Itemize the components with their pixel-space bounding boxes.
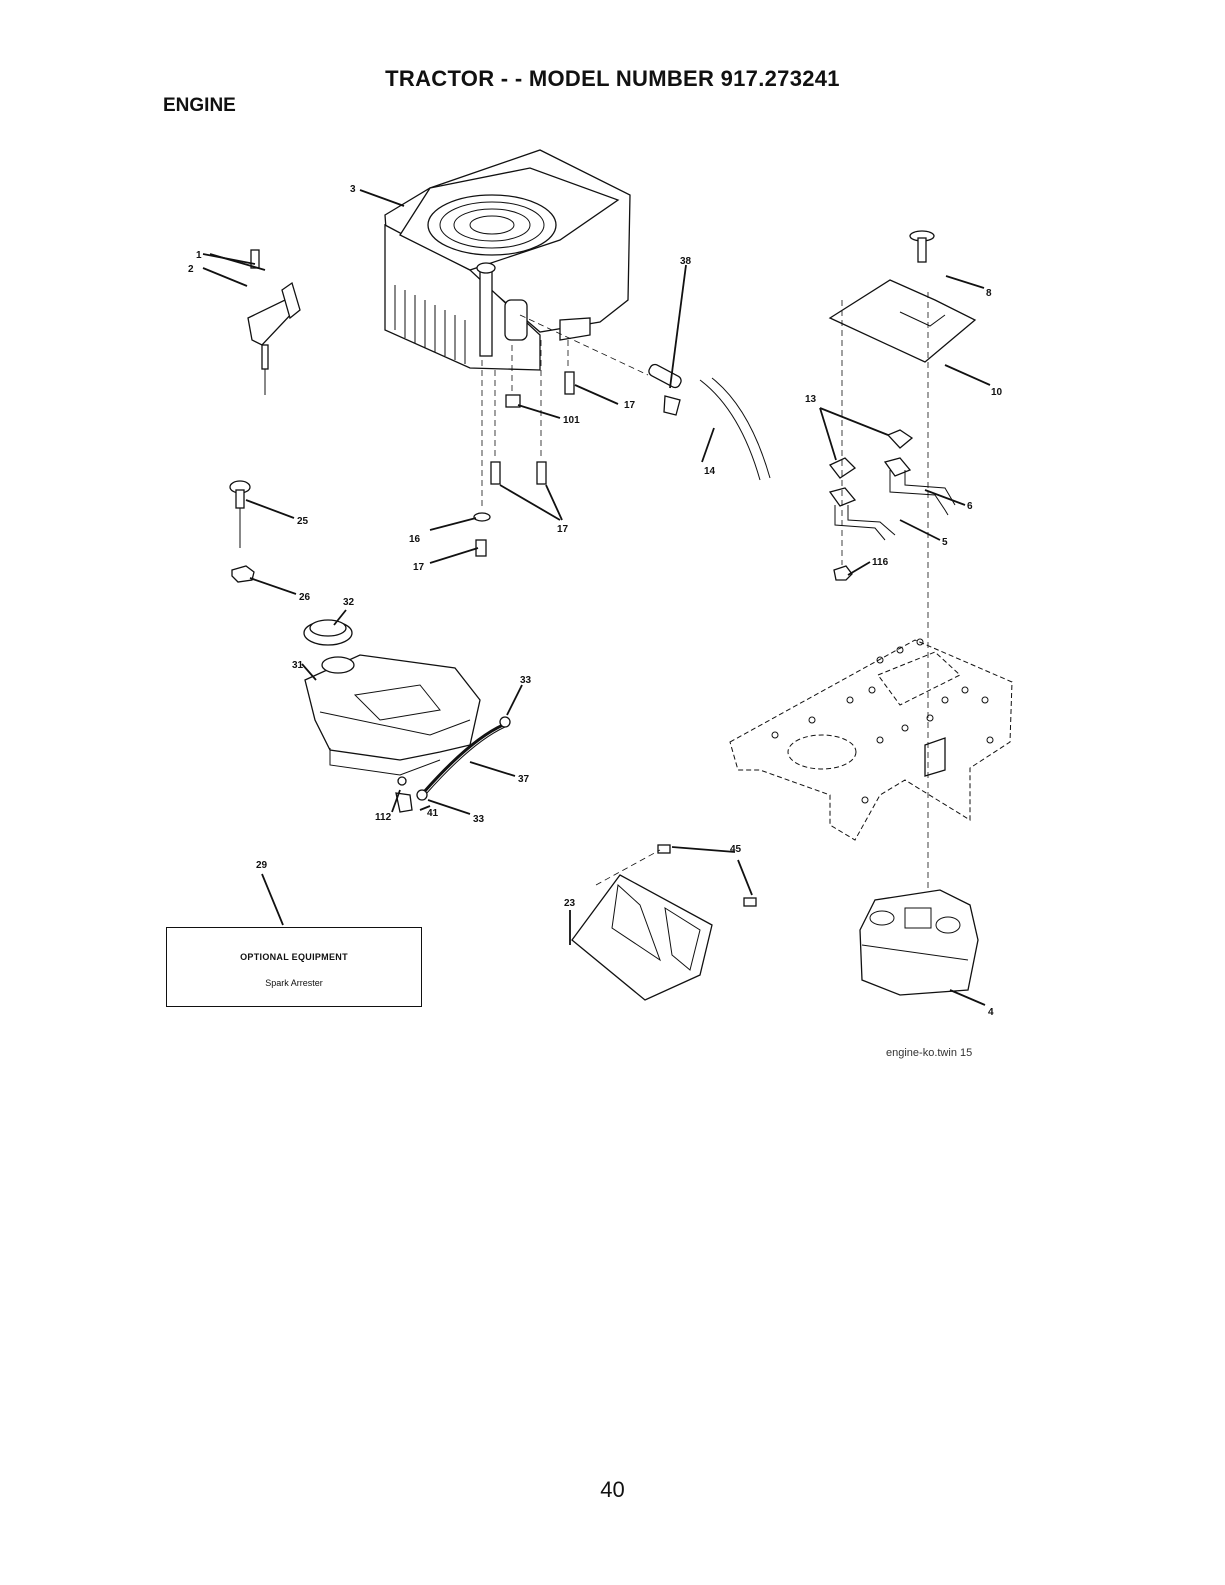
exhaust-pipes [830,430,955,580]
callout-33-top: 33 [520,675,532,686]
optional-equipment-item: Spark Arrester [167,978,421,988]
callout-32: 32 [343,597,355,608]
callout-37: 37 [518,774,530,785]
callout-5: 5 [942,537,948,548]
optional-equipment-box: OPTIONAL EQUIPMENT Spark Arrester [166,927,422,1007]
callout-4: 4 [988,1007,994,1018]
callout-33-bottom: 33 [473,814,485,825]
callout-14: 14 [704,466,716,477]
tractor-frame [730,292,1012,905]
callout-26: 26 [299,592,311,603]
callout-41: 41 [427,808,439,819]
callout-17-bottom: 17 [413,562,425,573]
callout-17-top: 17 [624,400,636,411]
callout-10: 10 [991,387,1003,398]
callout-16: 16 [409,534,421,545]
callout-38: 38 [680,256,692,267]
callout-29: 29 [256,860,268,871]
callout-112: 112 [375,812,392,823]
callout-25: 25 [297,516,309,527]
callout-1: 1 [196,250,202,261]
figure-file-reference: engine-ko.twin 15 [886,1047,972,1059]
muffler [860,890,978,995]
callout-2: 2 [188,264,194,275]
callout-31: 31 [292,660,304,671]
callout-17-mid: 17 [557,524,569,535]
throttle-control [248,250,300,395]
fuel-filter [647,363,770,480]
engine-assembly [385,150,630,370]
fuel-tank [304,620,480,775]
callout-116: 116 [872,557,889,568]
callout-13: 13 [805,394,817,405]
exhaust-deflector [572,845,756,1000]
page-number: 40 [0,1477,1225,1503]
callout-6: 6 [967,501,973,512]
callout-3: 3 [350,184,356,195]
callout-23: 23 [564,898,576,909]
callout-101: 101 [563,415,580,426]
callout-45: 45 [730,844,742,855]
optional-equipment-heading: OPTIONAL EQUIPMENT [167,952,421,962]
heat-shield [830,231,975,362]
dipstick-tube [230,481,254,582]
callout-8: 8 [986,288,992,299]
